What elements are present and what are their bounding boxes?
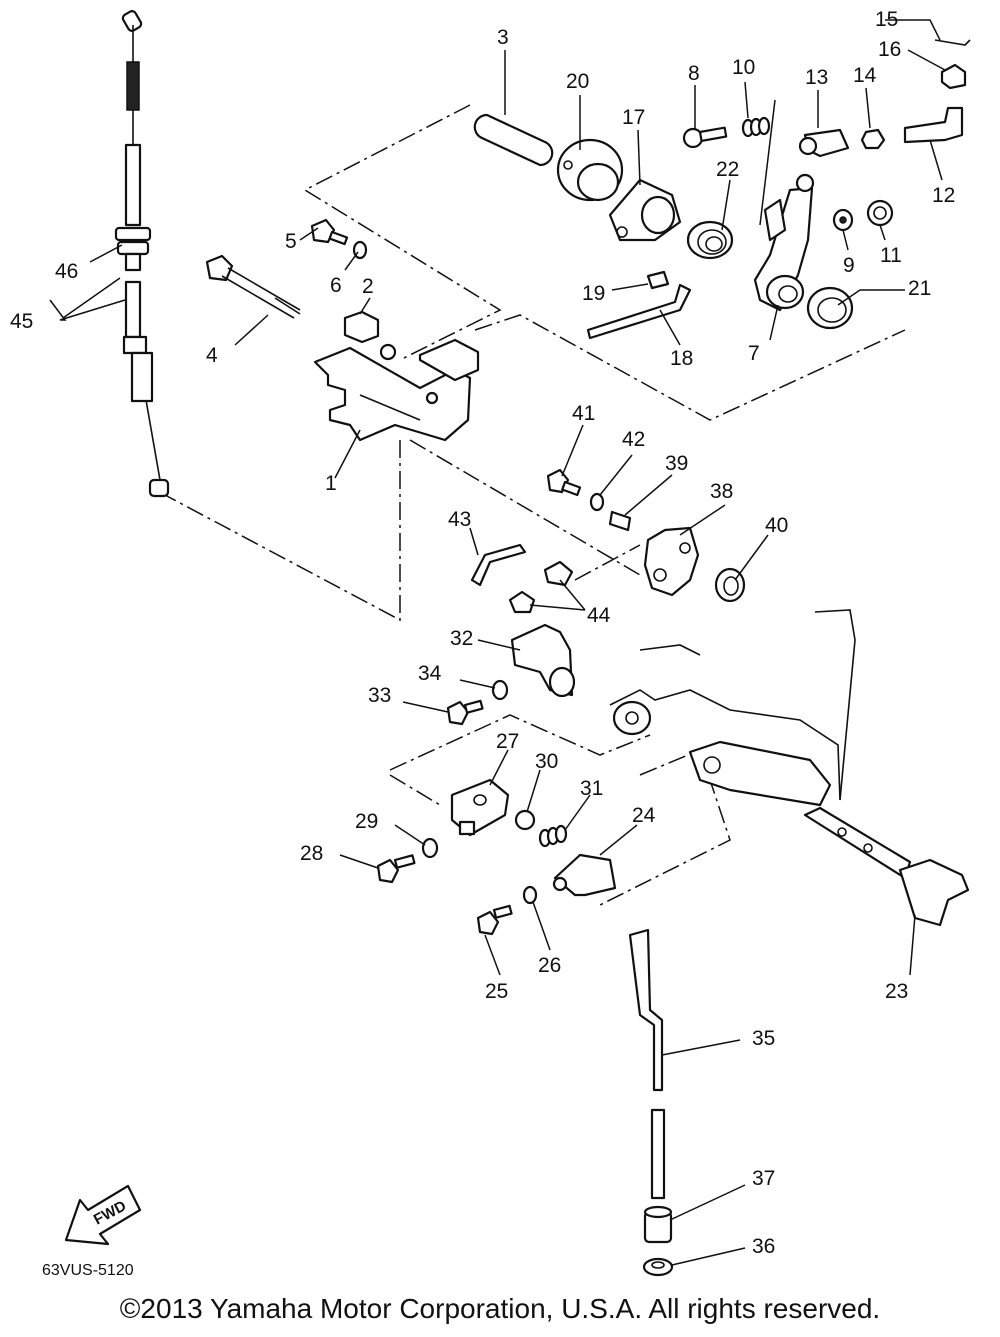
part-4-long-bolt [205,254,301,319]
label-14: 14 [853,64,877,87]
label-33: 33 [368,684,391,707]
part-25-bolt [476,904,513,936]
label-31: 31 [580,777,603,800]
part-30-ball [514,809,536,831]
part-labels: 1 2 3 4 5 6 7 8 9 10 11 12 13 14 15 16 1… [10,8,955,1258]
label-34: 34 [418,662,442,685]
label-4: 4 [206,344,218,367]
label-2: 2 [362,275,374,298]
part-19-clip [646,270,670,290]
part-7-lever [753,173,815,312]
part-20-cam [556,138,624,202]
label-12: 12 [932,184,955,207]
label-38: 38 [710,480,733,503]
part-31-spring [538,824,568,848]
part-8-bolt [682,126,728,149]
part-37-nut [643,1205,673,1244]
label-11: 11 [880,244,902,267]
part-24-bracket [552,853,617,897]
throttle-cable [114,10,170,498]
label-22: 22 [716,158,739,181]
label-20: 20 [566,70,589,93]
part-13-rod-end [798,128,850,158]
copyright-notice: ©2013 Yamaha Motor Corporation, U.S.A. A… [119,1293,881,1324]
part-35-link-rod [628,928,666,1200]
part-18-rod [586,283,692,340]
label-19: 19 [582,282,605,305]
part-9-washer [832,208,854,232]
part-2-pad [343,310,380,344]
label-40: 40 [765,514,788,537]
part-38-lever [643,526,700,597]
label-36: 36 [752,1235,775,1258]
label-44: 44 [587,604,611,627]
label-42: 42 [622,428,645,451]
part-28-bolt [376,854,416,884]
assembly-guide-lines [164,104,906,906]
part-33-bolt [446,699,484,726]
part-26-washer [522,885,538,905]
part-41-bolt [546,468,582,497]
part-22-spring [686,220,734,260]
label-30: 30 [535,750,558,773]
part-11-collar [866,199,894,227]
part-27-cam [450,778,510,837]
label-1: 1 [325,472,337,495]
label-8: 8 [688,62,700,85]
part-23-rod [803,806,970,927]
label-27: 27 [496,730,519,753]
label-5: 5 [285,230,297,253]
label-17: 17 [622,106,645,129]
label-9: 9 [843,254,855,277]
label-10: 10 [732,56,755,79]
part-1-bracket [313,338,480,442]
part-10-spring [741,116,771,138]
part-21-spring [806,286,854,330]
part-15-clip [934,39,971,46]
label-15: 15 [875,8,898,31]
label-3: 3 [497,26,509,49]
label-18: 18 [670,347,693,370]
part-36-washer [642,1257,674,1277]
label-29: 29 [355,810,378,833]
part-17-lever [608,178,682,242]
label-45: 45 [10,310,33,333]
label-25: 25 [485,980,508,1003]
engine-casting [609,609,856,807]
label-26: 26 [538,954,561,977]
label-39: 39 [665,452,688,475]
label-16: 16 [878,38,901,61]
label-6: 6 [330,274,342,297]
label-32: 32 [450,627,473,650]
part-5-bolt [310,218,349,246]
label-21: 21 [908,277,931,300]
part-3-collar [473,113,554,167]
part-12-joint [903,106,964,144]
drawing-code: 63VUS-5120 [42,1262,134,1279]
label-35: 35 [752,1027,775,1050]
label-46: 46 [55,260,78,283]
part-34-washer [491,679,509,701]
label-28: 28 [300,842,323,865]
part-44-clips [508,560,574,614]
label-24: 24 [632,804,656,827]
label-13: 13 [805,66,828,89]
part-39-collar [608,510,632,532]
part-32-lever [510,623,576,698]
label-7: 7 [748,342,760,365]
label-41: 41 [572,402,595,425]
part-16-clamp [940,63,967,90]
label-37: 37 [752,1167,775,1190]
part-43-link-rod [470,543,527,587]
label-43: 43 [448,508,471,531]
leader-lines [49,19,946,1266]
part-14-nut [860,128,886,150]
part-29-washer [421,837,439,859]
fwd-arrow-icon: FWD [64,1184,142,1246]
label-23: 23 [885,980,908,1003]
part-42-washer [589,492,605,512]
